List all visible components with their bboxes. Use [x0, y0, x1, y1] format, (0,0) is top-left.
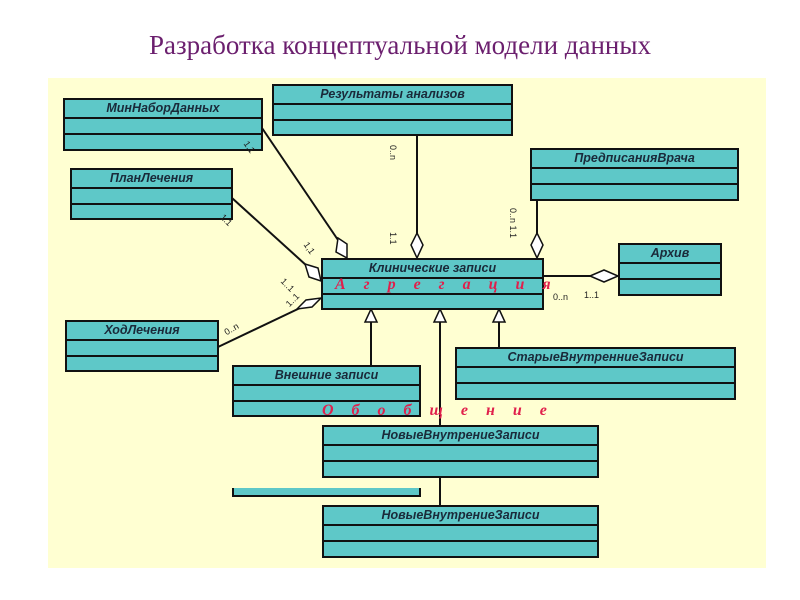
class-name: Архив [620, 245, 720, 264]
multiplicity-label: 1..1 [584, 290, 600, 300]
class-new-internal-1[interactable]: НовыеВнутрениеЗаписи [322, 425, 599, 478]
class-prescriptions[interactable]: ПредписанияВрача [530, 148, 739, 201]
generalization-triangle [363, 307, 379, 323]
multiplicity-label: 0..n 1.1 [508, 208, 518, 239]
class-name: ХодЛечения [67, 322, 217, 341]
class-box-partial [232, 488, 421, 497]
aggregation-diamond [303, 262, 323, 283]
class-plan[interactable]: ПланЛечения [70, 168, 233, 220]
class-name: Внешние записи [234, 367, 419, 386]
class-min-nabor[interactable]: МинНаборДанных [63, 98, 263, 151]
class-new-internal-2[interactable]: НовыеВнутрениеЗаписи [322, 505, 599, 558]
class-name: ПредписанияВрача [532, 150, 737, 169]
multiplicity-label: 1.1 [388, 232, 398, 245]
aggregation-label: А г р е г а ц и я [335, 276, 558, 293]
generalization-triangle [491, 307, 507, 323]
generalization-label: О б о б щ е н и е [322, 402, 554, 419]
aggregation-diamond [335, 236, 348, 260]
assoc-course [217, 307, 301, 348]
slide-title: Разработка концептуальной модели данных [148, 30, 652, 60]
aggregation-diamond [588, 269, 620, 283]
aggregation-diamond [294, 296, 324, 311]
class-name: Клинические записи [323, 260, 542, 279]
class-name: Результаты анализов [274, 86, 511, 105]
assoc-minnabor [261, 127, 339, 241]
generalization-triangle [432, 307, 448, 323]
assoc-plan [231, 197, 308, 267]
class-old-internal[interactable]: СтарыеВнутренниеЗаписи [455, 347, 736, 400]
class-name: НовыеВнутрениеЗаписи [324, 427, 597, 446]
multiplicity-label: 0..n [553, 292, 569, 302]
class-name: ПланЛечения [72, 170, 231, 189]
multiplicity-label: 0..n [388, 145, 398, 161]
class-course[interactable]: ХодЛечения [65, 320, 219, 372]
aggregation-diamond [530, 231, 544, 260]
class-name: НовыеВнутрениеЗаписи [324, 507, 597, 526]
aggregation-diamond [410, 231, 424, 260]
class-archive[interactable]: Архив [618, 243, 722, 296]
class-clinical[interactable]: Клинические записи [321, 258, 544, 310]
class-external[interactable]: Внешние записи [232, 365, 421, 417]
class-name: МинНаборДанных [65, 100, 261, 119]
class-name: СтарыеВнутренниеЗаписи [457, 349, 734, 368]
class-results[interactable]: Результаты анализов [272, 84, 513, 136]
